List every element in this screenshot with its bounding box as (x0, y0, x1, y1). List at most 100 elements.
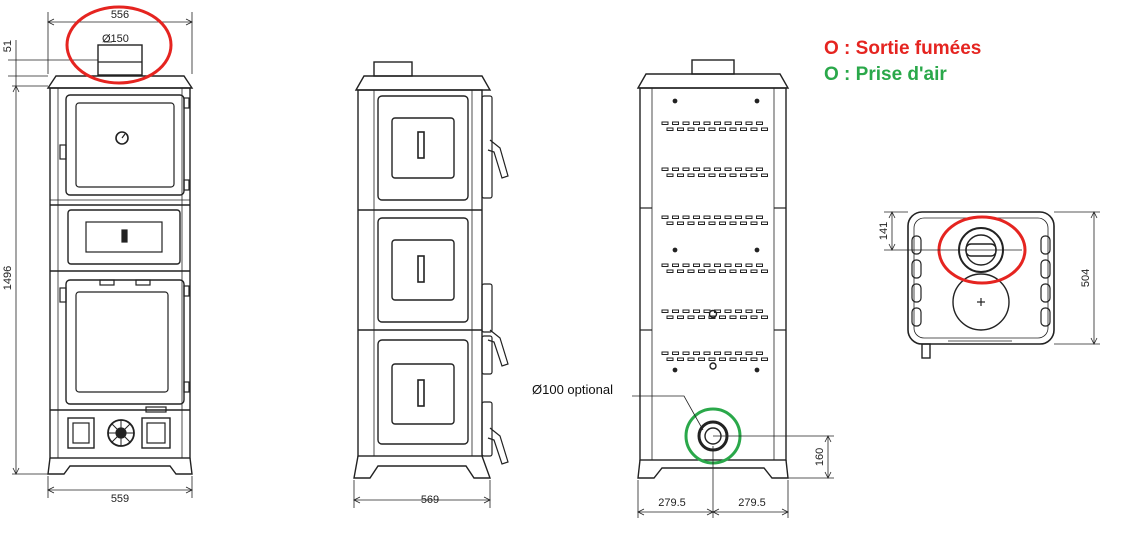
legend-smoke-outlet: O : Sortie fumées (824, 38, 981, 60)
oven-thermometer-icon (115, 131, 129, 145)
vent-slot (661, 121, 669, 125)
vent-slot (661, 215, 669, 219)
vent-slot (672, 121, 679, 125)
vent-slot (693, 167, 700, 171)
vent-slot (745, 215, 753, 219)
vent-slot (666, 127, 674, 131)
vent-slot (714, 167, 721, 171)
dim-side-width: 569 (421, 494, 439, 506)
vent-slot (698, 221, 705, 225)
vent-slot (708, 221, 716, 225)
vent-slot (682, 121, 690, 125)
vent-slot (745, 263, 753, 267)
vent-slot (719, 173, 726, 177)
side-flue-pipe (373, 61, 413, 77)
vent-slot (750, 315, 758, 319)
vent-slot (750, 357, 758, 361)
vent-slot (724, 167, 732, 171)
back-dimensions (632, 395, 834, 518)
vent-slot (698, 127, 705, 131)
back-top-cap (636, 73, 790, 89)
front-body (49, 87, 191, 459)
vent-slot (672, 309, 679, 313)
front-dimensions (8, 12, 193, 498)
vent-slot (735, 121, 742, 125)
side-top-cap (354, 75, 492, 91)
vent-slot (761, 221, 768, 225)
vent-slot (672, 263, 679, 267)
legend-air-label: Prise d'air (855, 64, 947, 85)
vent-slot (735, 351, 742, 355)
top-outline (907, 211, 1055, 345)
back-flue-pipe (691, 59, 735, 75)
vent-slot (677, 315, 684, 319)
vent-slot (703, 263, 711, 267)
vent-slot (698, 269, 705, 273)
vent-slot (735, 263, 742, 267)
vent-slot (687, 127, 695, 131)
vent-slot (756, 309, 763, 313)
side-view (353, 61, 509, 479)
vent-slot (761, 315, 768, 319)
vent-slot (729, 357, 737, 361)
front-oven-door (65, 94, 185, 196)
vent-slot (735, 167, 742, 171)
legend-air-separator: : (838, 64, 856, 85)
vent-slot (745, 167, 753, 171)
vent-slot (756, 351, 763, 355)
dim-top-flue-offset: 141 (878, 222, 890, 240)
vent-slot (677, 269, 684, 273)
vent-slot (745, 121, 753, 125)
vent-slot (745, 309, 753, 313)
vent-slot (729, 315, 737, 319)
vent-slot (661, 167, 669, 171)
vent-slot (703, 309, 711, 313)
vent-slot (682, 309, 690, 313)
vent-slot (708, 269, 716, 273)
vent-slot (698, 357, 705, 361)
vent-slot (714, 351, 721, 355)
side-body (357, 89, 483, 457)
vent-slot (750, 269, 758, 273)
vent-slot (714, 263, 721, 267)
side-dimensions (353, 480, 491, 508)
vent-slot (724, 309, 732, 313)
dim-air-inlet-height: 160 (814, 448, 826, 466)
vent-slot (761, 173, 768, 177)
vent-slot (698, 315, 705, 319)
vent-slot (661, 309, 669, 313)
vent-slot (677, 127, 684, 131)
vent-slot (756, 263, 763, 267)
legend-smoke-symbol: O (824, 38, 839, 59)
vent-slot (687, 221, 695, 225)
vent-slot (661, 263, 669, 267)
back-ventilation-grilles (661, 121, 768, 361)
dim-total-height: 1496 (2, 266, 14, 290)
front-flue-pipe (97, 44, 143, 76)
vent-slot (682, 167, 690, 171)
vent-slot (708, 127, 716, 131)
vent-slot (687, 173, 695, 177)
vent-slot (719, 269, 726, 273)
vent-slot (708, 357, 716, 361)
top-view (907, 211, 1055, 359)
vent-slot (703, 167, 711, 171)
vent-slot (719, 357, 726, 361)
vent-slot (682, 351, 690, 355)
vent-slot (724, 263, 732, 267)
front-drawer (67, 209, 181, 265)
vent-slot (682, 215, 690, 219)
vent-slot (666, 357, 674, 361)
vent-slot (719, 315, 726, 319)
dim-flue-diameter: Ø150 (102, 33, 129, 45)
vent-slot (666, 315, 674, 319)
vent-slot (666, 269, 674, 273)
vent-slot (703, 121, 711, 125)
vent-slot (687, 357, 695, 361)
vent-slot (729, 221, 737, 225)
dim-top-depth: 504 (1080, 269, 1092, 287)
vent-slot (729, 173, 737, 177)
top-dimensions (884, 211, 1100, 345)
vent-slot (687, 269, 695, 273)
